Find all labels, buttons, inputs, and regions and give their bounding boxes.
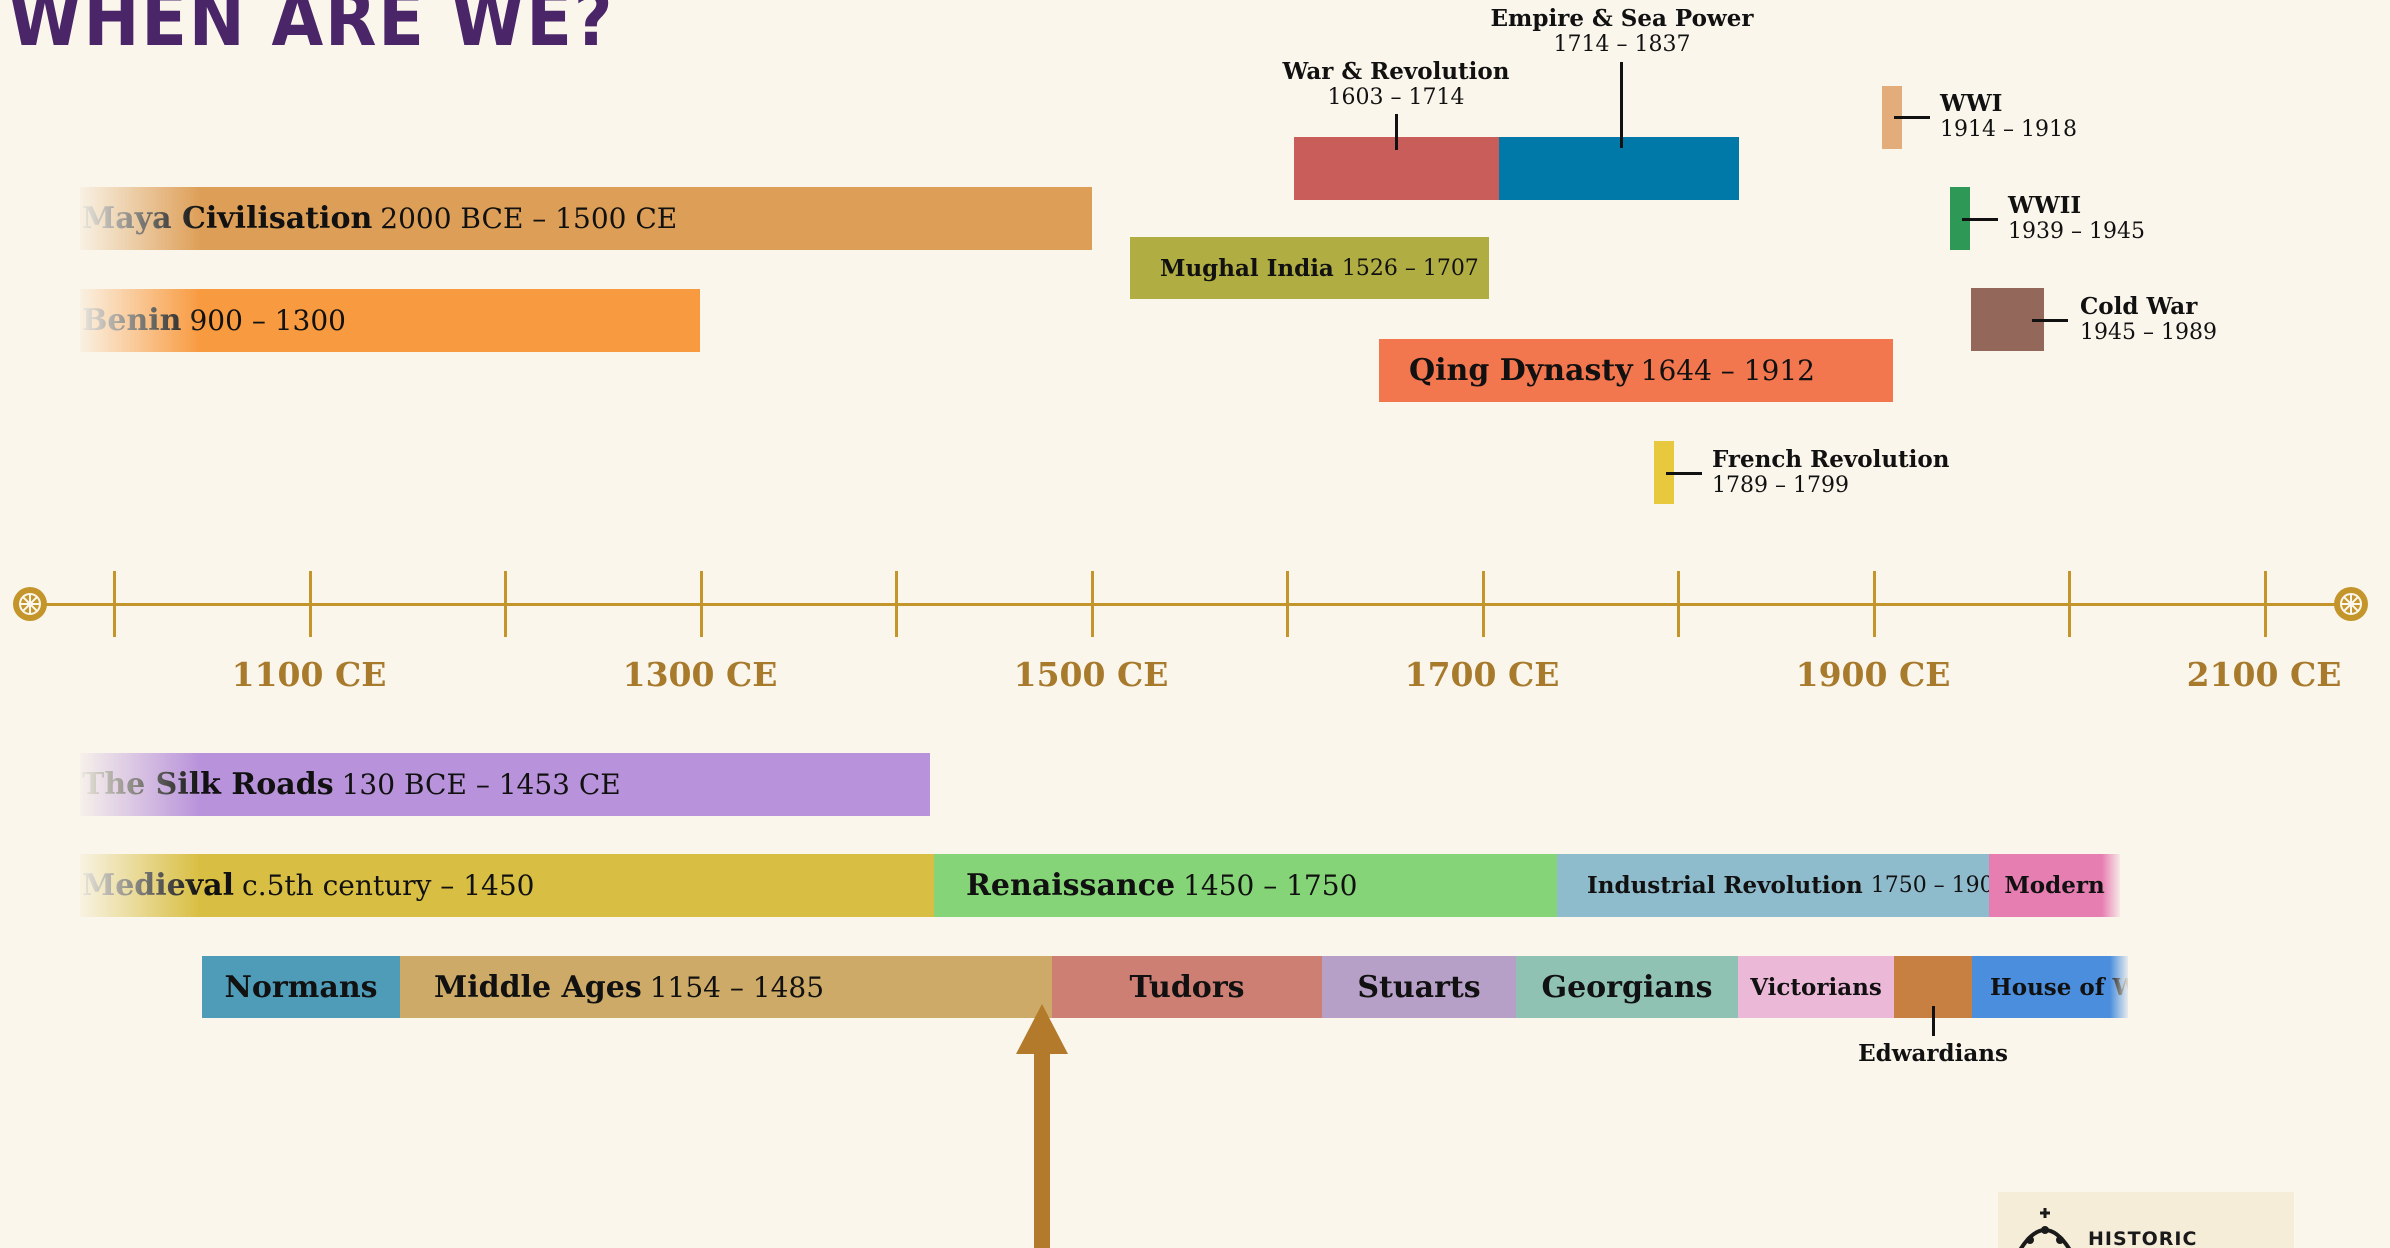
maya-bar[interactable]: Maya Civilisation 2000 BCE – 1500 CE — [80, 187, 1092, 250]
maya-dates: 2000 BCE – 1500 CE — [380, 202, 678, 235]
mughal-dates: 1526 – 1707 — [1341, 255, 1479, 281]
medieval-dates: c.5th century – 1450 — [242, 869, 535, 902]
mughal-name: Mughal India — [1160, 254, 1334, 282]
edwardians-connector — [1932, 1006, 1935, 1036]
axis-tick — [1481, 571, 1485, 637]
axis-label-1700: 1700 CE — [1404, 655, 1560, 694]
qing-bar[interactable]: Qing Dynasty 1644 – 1912 — [1379, 339, 1893, 402]
wwi-bar[interactable] — [1882, 86, 1902, 149]
modern-bar[interactable]: Modern — [1989, 854, 2120, 917]
axis-tick — [1872, 571, 1876, 637]
qing-dates: 1644 – 1912 — [1640, 354, 1815, 387]
normans-segment[interactable]: Normans — [202, 956, 400, 1018]
axis-tick — [1090, 571, 1094, 637]
renaissance-bar[interactable]: Renaissance 1450 – 1750 — [934, 854, 1557, 917]
historic-logo: HISTORIC — [1998, 1192, 2294, 1248]
french-revolution-dates: 1789 – 1799 — [1712, 473, 1849, 498]
axis-tick — [1286, 571, 1289, 637]
french-revolution-bar[interactable] — [1654, 441, 1674, 504]
medieval-name: Medieval — [82, 868, 235, 903]
axis-label-2100: 2100 CE — [2186, 655, 2342, 694]
edwardians-name: Edwardians — [1858, 1040, 2008, 1067]
edwardians-label: Edwardians — [1833, 1040, 2033, 1067]
wwii-label: WWII 1939 – 1945 — [2008, 192, 2145, 244]
wwi-connector — [1894, 116, 1930, 119]
page-title: WHEN ARE WE? — [8, 0, 615, 63]
medieval-bar[interactable]: Medieval c.5th century – 1450 — [80, 854, 934, 917]
qing-name: Qing Dynasty — [1409, 353, 1633, 388]
silk-roads-bar[interactable]: The Silk Roads 130 BCE – 1453 CE — [80, 753, 930, 816]
stuarts-name: Stuarts — [1357, 969, 1481, 1005]
axis-line — [30, 603, 2352, 606]
tudors-segment[interactable]: Tudors — [1052, 956, 1322, 1018]
wwii-connector — [1962, 218, 1998, 221]
normans-name: Normans — [224, 969, 378, 1005]
axis-label-1100: 1100 CE — [231, 655, 387, 694]
georgians-name: Georgians — [1541, 969, 1713, 1005]
house-of-windsor-segment[interactable]: House of Windsor — [1972, 956, 2220, 1018]
renaissance-name: Renaissance — [966, 868, 1176, 903]
empire-name: Empire & Sea Power — [1490, 5, 1754, 32]
war-revolution-dates: 1603 – 1714 — [1327, 85, 1465, 110]
windsor-name: House of Windsor — [1990, 973, 2220, 1001]
axis-tick — [895, 571, 898, 637]
axis-tick — [699, 571, 703, 637]
axis-label-1500: 1500 CE — [1013, 655, 1169, 694]
silk-roads-dates: 130 BCE – 1453 CE — [341, 768, 621, 801]
axis-tick — [2068, 571, 2071, 637]
wwii-name: WWII — [2008, 192, 2082, 219]
middle-ages-dates: 1154 – 1485 — [649, 970, 825, 1004]
benin-name: Benin — [82, 303, 182, 338]
left-rosette-icon — [13, 587, 47, 621]
industrial-name: Industrial Revolution — [1587, 872, 1863, 899]
tudors-name: Tudors — [1129, 969, 1245, 1005]
empire-connector — [1620, 62, 1623, 148]
mughal-bar[interactable]: Mughal India 1526 – 1707 — [1130, 237, 1489, 299]
war-revolution-label: War & Revolution 1603 – 1714 — [1256, 58, 1536, 110]
axis-tick — [2263, 571, 2267, 637]
empire-label: Empire & Sea Power 1714 – 1837 — [1462, 5, 1782, 57]
logo-text: HISTORIC — [2088, 1228, 2198, 1248]
victorians-name: Victorians — [1750, 973, 1882, 1001]
french-revolution-name: French Revolution — [1712, 446, 1950, 473]
benin-dates: 900 – 1300 — [189, 304, 346, 337]
wwi-label: WWI 1914 – 1918 — [1940, 90, 2077, 142]
cold-war-connector — [2032, 319, 2068, 322]
stuarts-segment[interactable]: Stuarts — [1322, 956, 1516, 1018]
crown-icon — [2018, 1208, 2072, 1248]
cold-war-bar[interactable] — [1971, 288, 2044, 351]
you-are-here-arrow-icon — [1034, 1040, 1050, 1248]
industrial-dates: 1750 – 1900 — [1870, 873, 2008, 898]
axis-label-1300: 1300 CE — [622, 655, 778, 694]
modern-name: Modern — [2004, 872, 2105, 899]
industrial-revolution-bar[interactable]: Industrial Revolution 1750 – 1900 — [1557, 854, 2008, 917]
axis-tick — [1677, 571, 1680, 637]
victorians-segment[interactable]: Victorians — [1738, 956, 1894, 1018]
empire-sea-power-bar[interactable] — [1499, 137, 1739, 200]
wwi-dates: 1914 – 1918 — [1940, 117, 2077, 142]
georgians-segment[interactable]: Georgians — [1516, 956, 1738, 1018]
french-revolution-label: French Revolution 1789 – 1799 — [1712, 446, 1949, 498]
wwi-name: WWI — [1940, 90, 2003, 117]
cold-war-name: Cold War — [2080, 293, 2198, 320]
maya-name: Maya Civilisation — [82, 201, 373, 236]
middle-ages-name: Middle Ages — [434, 969, 642, 1005]
wwii-dates: 1939 – 1945 — [2008, 219, 2145, 244]
cold-war-dates: 1945 – 1989 — [2080, 320, 2217, 345]
renaissance-dates: 1450 – 1750 — [1183, 869, 1358, 902]
cold-war-label: Cold War 1945 – 1989 — [2080, 293, 2217, 345]
empire-dates: 1714 – 1837 — [1553, 32, 1691, 57]
axis-tick — [308, 571, 312, 637]
right-rosette-icon — [2334, 587, 2368, 621]
axis-tick — [504, 571, 507, 637]
war-revolution-connector — [1395, 114, 1398, 150]
axis-label-1900: 1900 CE — [1795, 655, 1951, 694]
wwii-bar[interactable] — [1950, 187, 1970, 250]
middle-ages-segment[interactable]: Middle Ages 1154 – 1485 — [400, 956, 1052, 1018]
silk-roads-name: The Silk Roads — [82, 767, 334, 802]
war-revolution-name: War & Revolution — [1282, 58, 1510, 85]
french-revolution-connector — [1666, 472, 1702, 475]
benin-bar[interactable]: Benin 900 – 1300 — [80, 289, 700, 352]
axis-tick — [113, 571, 116, 637]
